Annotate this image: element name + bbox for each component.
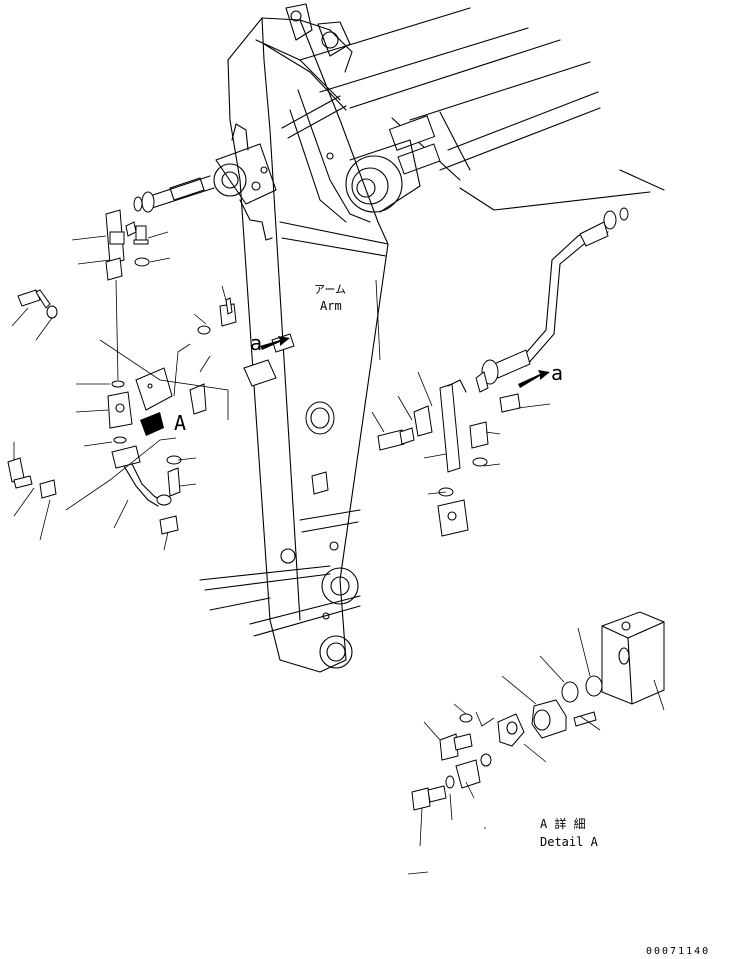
callout-arrow-right: [518, 370, 550, 388]
detail-a-parts: [411, 611, 665, 811]
leader-lines: [11, 231, 665, 875]
arm-label-en: Arm: [320, 299, 342, 313]
callout-a-right: a: [551, 361, 563, 385]
arm-assembly: [199, 3, 601, 673]
figure-number: 00071140: [646, 946, 710, 957]
callout-arrow-left: [260, 336, 290, 350]
detail-title-jp: A 詳 細: [540, 816, 586, 831]
view-arrow-label: A: [174, 411, 186, 435]
callout-a-left: a: [250, 331, 262, 355]
arm-label-jp: アーム: [314, 283, 346, 296]
left-hose-group: [7, 95, 347, 535]
right-hose-group: [377, 169, 665, 537]
detail-title-en: Detail A: [540, 835, 599, 849]
